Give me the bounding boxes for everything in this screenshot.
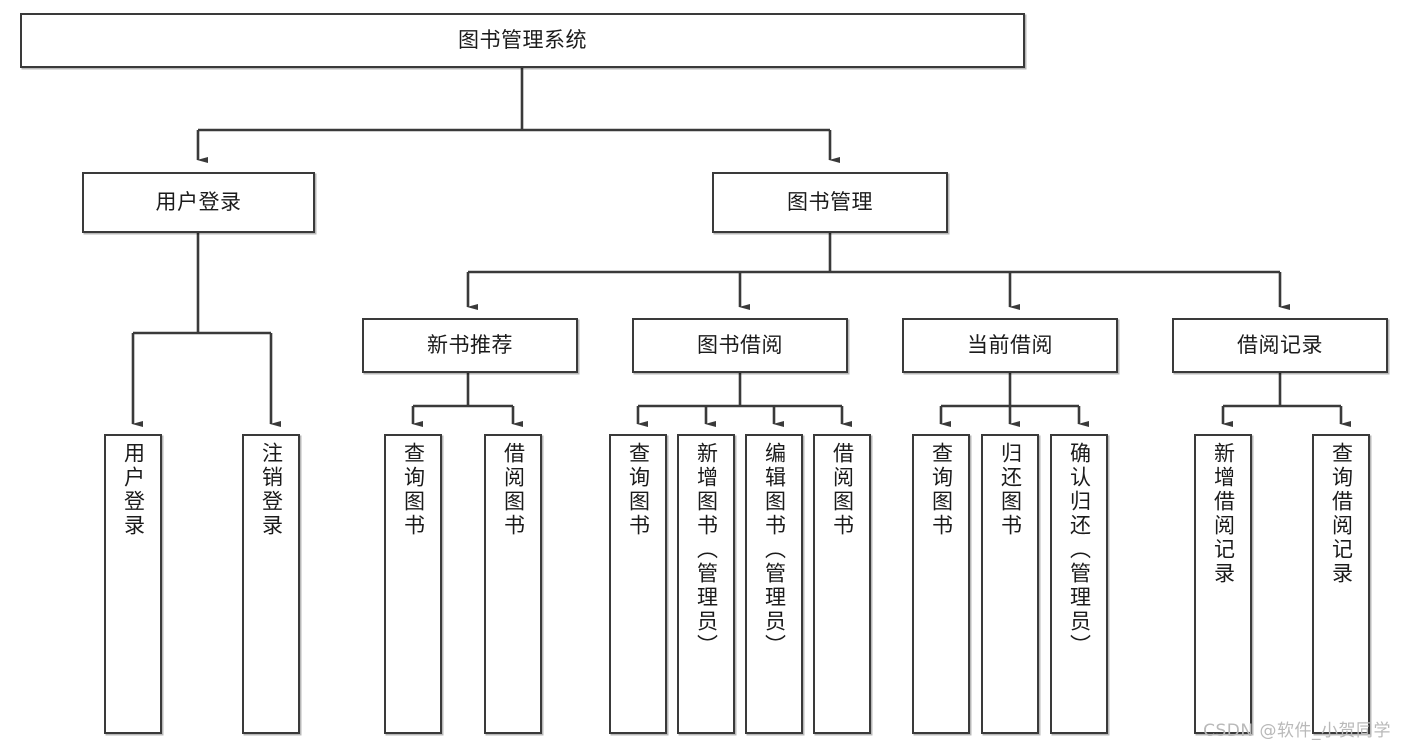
node-label: 新增借阅记录 — [1211, 442, 1236, 586]
node-label: 查询图书 — [626, 442, 651, 538]
node-label: 图书管理系统 — [458, 28, 587, 53]
node-label: 归还图书 — [998, 442, 1023, 538]
node-label: 用户登录 — [121, 442, 146, 538]
node-label: 借阅图书 — [501, 442, 526, 538]
node-label: 借阅图书 — [830, 442, 855, 538]
node-label: 当前借阅 — [967, 333, 1053, 358]
leaf-current-borrow-query-book[interactable]: 查询图书 — [912, 434, 970, 734]
leaf-current-borrow-return-book[interactable]: 归还图书 — [981, 434, 1039, 734]
node-user-login[interactable]: 用户登录 — [82, 172, 315, 233]
leaf-book-borrow-add-book-admin[interactable]: 新增图书（管理员） — [677, 434, 735, 734]
leaf-borrow-record-query-record[interactable]: 查询借阅记录 — [1312, 434, 1370, 734]
leaf-current-borrow-confirm-return-admin[interactable]: 确认归还（管理员） — [1050, 434, 1108, 734]
node-label: 查询图书 — [929, 442, 954, 538]
node-label: 图书借阅 — [697, 333, 783, 358]
leaf-new-book-query-book[interactable]: 查询图书 — [384, 434, 442, 734]
node-label: 查询借阅记录 — [1329, 442, 1354, 586]
node-root-book-management-system[interactable]: 图书管理系统 — [20, 13, 1025, 68]
node-label: 借阅记录 — [1237, 333, 1323, 358]
node-label: 查询图书 — [401, 442, 426, 538]
node-label: 用户登录 — [155, 190, 242, 215]
leaf-user-login-logout[interactable]: 注销登录 — [242, 434, 300, 734]
leaf-user-login-login[interactable]: 用户登录 — [104, 434, 162, 734]
leaf-book-borrow-edit-book-admin[interactable]: 编辑图书（管理员） — [745, 434, 803, 734]
leaf-book-borrow-borrow-book[interactable]: 借阅图书 — [813, 434, 871, 734]
node-label: 注销登录 — [259, 442, 284, 538]
leaf-book-borrow-query-book[interactable]: 查询图书 — [609, 434, 667, 734]
leaf-borrow-record-add-record[interactable]: 新增借阅记录 — [1194, 434, 1252, 734]
node-borrow-record[interactable]: 借阅记录 — [1172, 318, 1388, 373]
csdn-watermark: CSDN @软件_小贺同学 — [1203, 721, 1391, 741]
node-current-borrow[interactable]: 当前借阅 — [902, 318, 1118, 373]
node-book-management[interactable]: 图书管理 — [712, 172, 948, 233]
node-label: 新增图书（管理员） — [694, 442, 719, 658]
node-book-borrow[interactable]: 图书借阅 — [632, 318, 848, 373]
node-new-book-recommend[interactable]: 新书推荐 — [362, 318, 578, 373]
leaf-new-book-borrow-book[interactable]: 借阅图书 — [484, 434, 542, 734]
node-label: 图书管理 — [787, 190, 873, 215]
node-label: 新书推荐 — [427, 333, 513, 358]
node-label: 确认归还（管理员） — [1067, 442, 1092, 658]
node-label: 编辑图书（管理员） — [762, 442, 787, 658]
